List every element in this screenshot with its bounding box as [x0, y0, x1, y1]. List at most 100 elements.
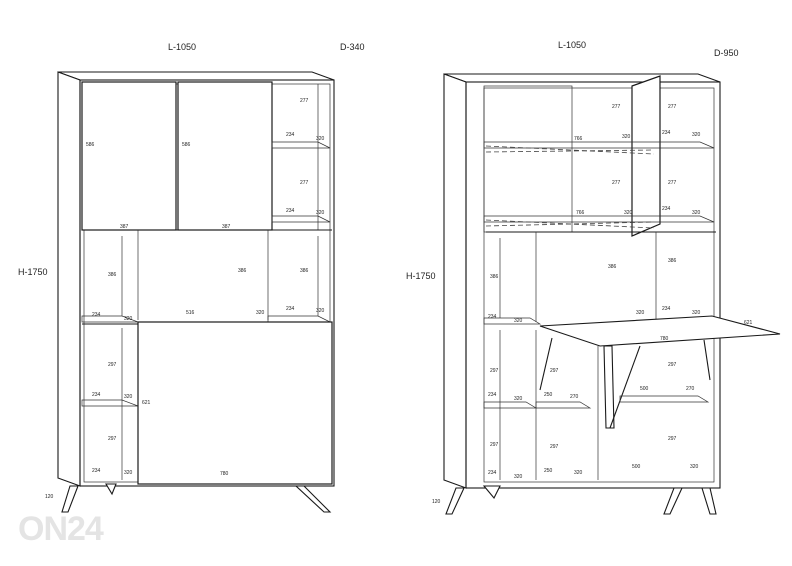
dim-mid-h2: 386 — [238, 268, 247, 274]
dim-rc-d4: 320 — [316, 210, 325, 216]
left-door-2 — [177, 81, 273, 231]
right-door-left — [483, 85, 573, 233]
r-dim-2: 277 — [668, 104, 677, 110]
right-side-panel — [443, 73, 467, 489]
right-width-label: L-1050 — [558, 40, 586, 50]
r-dim-25: 297 — [668, 362, 677, 368]
r-dim-9: 766 — [576, 210, 585, 216]
left-top-slab — [57, 71, 335, 81]
r-dim-34: 297 — [668, 436, 677, 442]
left-dimensions: 586 586 387 387 234 320 277 277 234 320 … — [86, 98, 325, 477]
right-shelf-l1 — [483, 401, 538, 409]
r-dim-1: 277 — [612, 104, 621, 110]
dim-low-d2: 320 — [124, 316, 133, 322]
dim-low-d6: 320 — [124, 470, 133, 476]
right-front-frame — [465, 81, 721, 489]
left-depth-label: D-340 — [340, 42, 365, 52]
r-dim-15: 386 — [668, 258, 677, 264]
dim-rc-d2: 320 — [316, 136, 325, 142]
r-dim-17: 320 — [514, 318, 523, 324]
right-depth-label: D-950 — [714, 48, 739, 58]
r-dim-38: 320 — [574, 470, 583, 476]
dim-low-h1: 297 — [108, 362, 117, 368]
right-dimensions: 277 277 766 320 234 320 277 277 766 320 … — [488, 104, 753, 480]
r-dim-18: 320 — [636, 310, 645, 316]
dim-low-d5: 234 — [92, 468, 101, 474]
right-leg-4 — [482, 485, 501, 499]
left-leg-1 — [61, 485, 79, 513]
right-leg-3 — [701, 487, 717, 515]
r-dim-22: 780 — [660, 336, 669, 342]
right-shelf-l3 — [619, 395, 710, 403]
dim-mid-d3: 234 — [286, 306, 295, 312]
r-dim-10: 320 — [624, 210, 633, 216]
r-dim-30: 500 — [640, 386, 649, 392]
left-leg-3 — [105, 483, 117, 496]
left-width-label: L-1050 — [168, 42, 196, 52]
dim-door-w-2: 387 — [222, 224, 231, 230]
r-dim-37: 250 — [544, 468, 553, 474]
r-dim-35: 234 — [488, 470, 497, 476]
right-desk-flap — [539, 315, 781, 347]
r-dim-27: 320 — [514, 396, 523, 402]
left-shelf-l1 — [81, 399, 139, 407]
r-dim-19: 234 — [662, 306, 671, 312]
right-shelf-m1 — [483, 317, 542, 325]
dim-mid-d4: 320 — [316, 308, 325, 314]
right-shelf-t2 — [483, 215, 715, 223]
right-top-slab — [443, 73, 721, 83]
r-dim-16: 234 — [488, 314, 497, 320]
dim-low-d3: 234 — [92, 392, 101, 398]
right-shelf-t1 — [483, 141, 715, 149]
dim-rc-h1: 277 — [300, 98, 309, 104]
r-dim-39: 500 — [632, 464, 641, 470]
r-dim-5: 234 — [662, 130, 671, 136]
dim-flap-w: 780 — [220, 471, 229, 477]
right-shelf-l2 — [535, 401, 592, 409]
r-dim-20: 320 — [692, 310, 701, 316]
left-flap-door — [137, 321, 333, 485]
r-dim-31: 270 — [686, 386, 695, 392]
watermark-logo: ON24 — [18, 510, 104, 548]
r-dim-23: 297 — [490, 368, 499, 374]
right-cabinet — [443, 73, 781, 515]
right-gas-spring-r — [703, 339, 711, 381]
r-dim-8: 277 — [668, 180, 677, 186]
left-cabinet — [57, 71, 335, 513]
right-height-label: H-1750 — [406, 271, 436, 281]
r-dim-4: 320 — [622, 134, 631, 140]
dim-mid-h3: 386 — [300, 268, 309, 274]
r-dim-11: 234 — [662, 206, 671, 212]
r-dim-29: 270 — [570, 394, 579, 400]
left-shelf-m2 — [267, 315, 331, 323]
dim-door-w-1: 387 — [120, 224, 129, 230]
right-door-swung — [631, 75, 661, 237]
right-leg-2 — [663, 487, 683, 515]
r-dim-24: 297 — [550, 368, 559, 374]
right-inner-back — [483, 87, 715, 483]
r-dim-3: 766 — [574, 136, 583, 142]
left-shelf-rc2 — [271, 215, 331, 223]
right-leg-label: 120 — [432, 499, 441, 505]
right-desk-support — [603, 345, 615, 429]
right-desk-strut — [609, 345, 641, 429]
r-dim-21: 621 — [744, 320, 753, 326]
right-leg-1 — [445, 487, 465, 515]
dim-door-h-1: 586 — [86, 142, 95, 148]
right-gas-spring-l — [539, 337, 553, 391]
dim-door-h-2: 586 — [182, 142, 191, 148]
dim-rc-d1: 234 — [286, 132, 295, 138]
r-dim-12: 320 — [692, 210, 701, 216]
r-dim-32: 297 — [490, 442, 499, 448]
dim-low-d1: 234 — [92, 312, 101, 318]
right-dash-2 — [485, 149, 655, 153]
dim-low-d4: 320 — [124, 394, 133, 400]
r-dim-7: 277 — [612, 180, 621, 186]
left-side-panel — [57, 71, 81, 487]
r-dim-33: 297 — [550, 444, 559, 450]
r-dim-40: 320 — [690, 464, 699, 470]
dim-rc-h2: 277 — [300, 180, 309, 186]
left-shelf-rc1 — [271, 141, 331, 149]
left-leg-2 — [294, 485, 332, 513]
